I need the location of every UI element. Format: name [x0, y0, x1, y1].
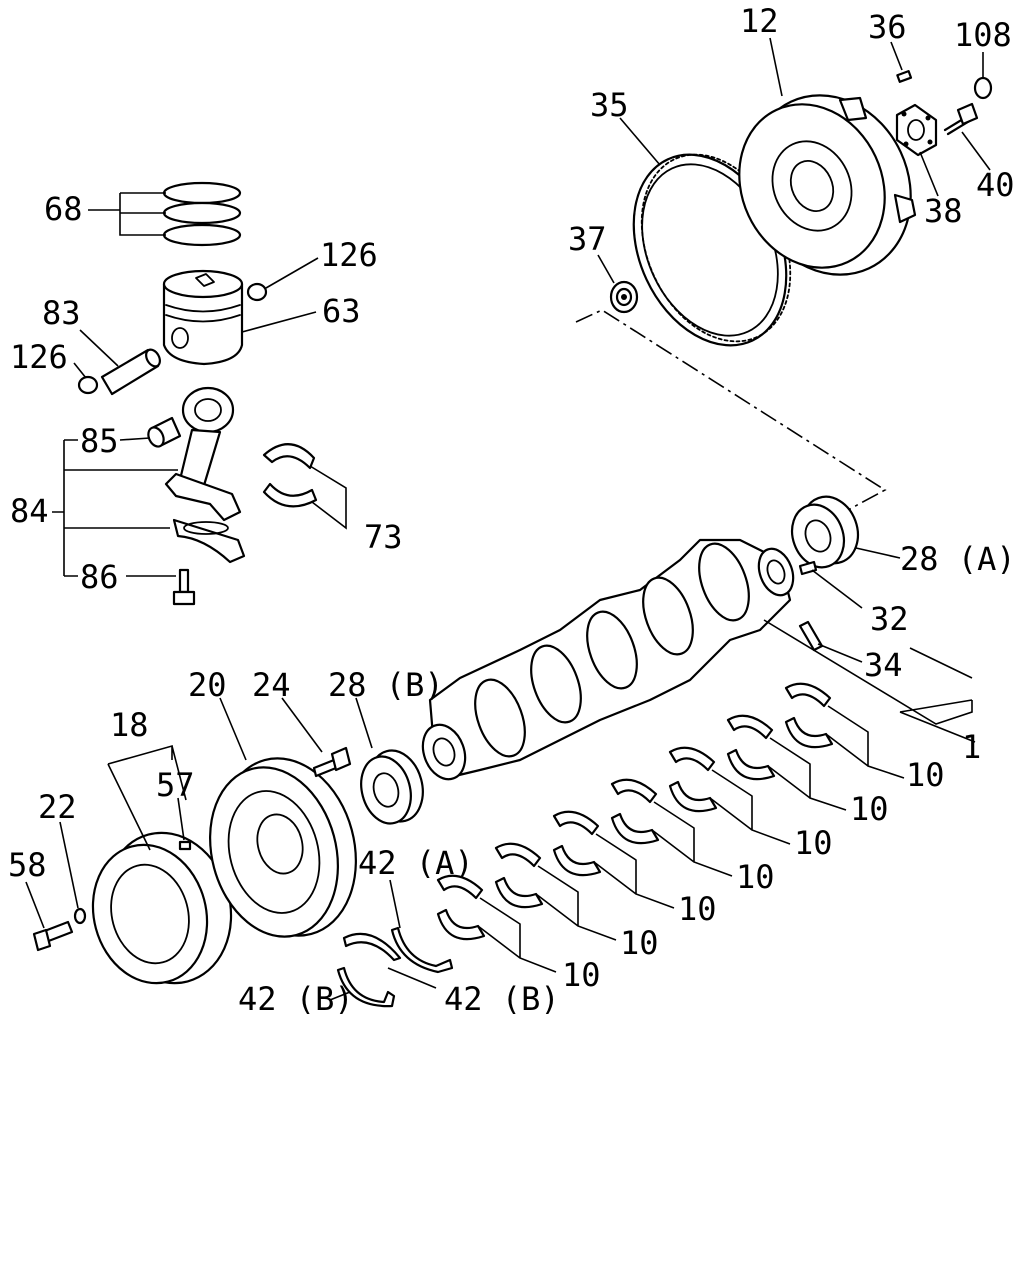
label-1: 1	[962, 728, 981, 766]
label-86: 86	[80, 558, 119, 596]
crank-gear-28a	[790, 495, 860, 569]
label-10-2: 10	[850, 790, 889, 828]
thrust-washer-42b-lower	[336, 966, 396, 1008]
flywheel-bolt-40	[943, 102, 979, 136]
rod-bolt-86	[172, 568, 196, 606]
label-10-3: 10	[794, 824, 833, 862]
label-28b: 28 (B)	[328, 666, 444, 704]
thrust-washer-42a	[390, 926, 454, 974]
flywheel-12	[738, 94, 917, 276]
label-58: 58	[8, 846, 47, 884]
crankshaft-1	[421, 538, 795, 781]
center-line	[575, 309, 887, 511]
washer-22	[73, 907, 87, 925]
snap-ring-126-left	[77, 375, 99, 395]
label-35: 35	[590, 86, 629, 124]
o-ring-108	[973, 76, 993, 100]
snap-ring-126-right	[246, 282, 268, 302]
label-84: 84	[10, 492, 49, 530]
main-bearings-10	[436, 682, 834, 941]
label-10-7: 10	[562, 956, 601, 994]
label-22: 22	[38, 788, 77, 826]
pulley-18	[91, 831, 233, 985]
label-10-6: 10	[620, 924, 659, 962]
label-10-1: 10	[906, 756, 945, 794]
label-24: 24	[252, 666, 291, 704]
piston-pin-83	[100, 348, 161, 396]
label-83: 83	[42, 294, 81, 332]
thrust-washer-42b-upper	[342, 932, 402, 962]
label-10-5: 10	[678, 890, 717, 928]
label-20: 20	[188, 666, 227, 704]
rod-bearings-73	[262, 443, 318, 508]
connecting-rod-84	[164, 386, 246, 564]
label-42b-left: 42 (B)	[238, 980, 354, 1018]
bolt-24	[312, 746, 352, 778]
leader-lines	[25, 37, 991, 1001]
piston-63	[162, 269, 244, 366]
label-42b-right: 42 (B)	[444, 980, 560, 1018]
bushing-85	[147, 416, 182, 448]
pilot-bearing-37	[609, 280, 639, 314]
label-28a: 28 (A)	[900, 540, 1016, 578]
part-labels: 12 36 108 35 40 38 68 37 126 83 63 126 8…	[8, 2, 1016, 1018]
damper-20	[209, 757, 357, 938]
label-18: 18	[110, 706, 149, 744]
bolt-58	[32, 920, 74, 952]
label-85: 85	[80, 422, 119, 460]
key-57	[178, 840, 192, 851]
label-42a: 42 (A)	[358, 844, 474, 882]
label-57: 57	[156, 766, 195, 804]
label-32: 32	[870, 600, 909, 638]
timing-gear-28b	[360, 749, 424, 825]
label-63: 63	[322, 292, 361, 330]
piston-rings-68	[162, 181, 242, 247]
flywheel-assembly	[609, 70, 993, 347]
label-12: 12	[740, 2, 779, 40]
label-37: 37	[568, 220, 607, 258]
label-73: 73	[364, 518, 403, 556]
label-40: 40	[976, 166, 1015, 204]
plate-38	[895, 103, 938, 157]
label-38: 38	[924, 192, 963, 230]
label-34: 34	[864, 646, 903, 684]
label-68: 68	[44, 190, 83, 228]
label-10-4: 10	[736, 858, 775, 896]
label-108: 108	[954, 16, 1012, 54]
label-126-left: 126	[10, 338, 68, 376]
label-126-right: 126	[320, 236, 378, 274]
dowel-pin-36	[896, 70, 913, 83]
pin-34	[798, 620, 824, 652]
label-36: 36	[868, 8, 907, 46]
